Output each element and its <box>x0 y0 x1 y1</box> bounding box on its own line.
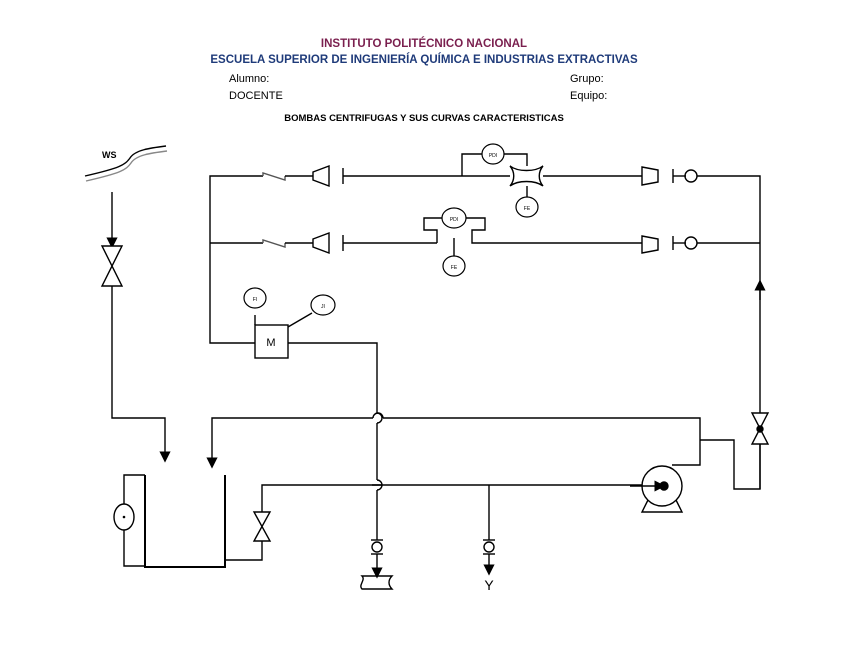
teacher-label: DOCENTE <box>229 90 283 102</box>
orifice-plate-icon <box>423 217 642 244</box>
level-gauge-icon <box>113 474 145 567</box>
tank-icon <box>144 475 226 568</box>
venturi-meter-icon <box>509 165 544 187</box>
gate-valve-icon[interactable] <box>252 511 272 542</box>
check-valve-icon[interactable] <box>262 239 286 248</box>
check-valve-icon[interactable] <box>262 172 286 181</box>
instrument-bubble-icon[interactable]: FE <box>442 255 466 277</box>
outlet-label: Y <box>484 577 494 593</box>
union-icon <box>684 236 698 250</box>
motor-icon <box>254 324 289 359</box>
check-valve-icon[interactable] <box>371 539 383 555</box>
school-title: ESCUELA SUPERIOR DE INGENIERÍA QUÍMICA E… <box>210 54 638 66</box>
diagram-subtitle: BOMBAS CENTRIFUGAS Y SUS CURVAS CARACTER… <box>284 113 564 124</box>
team-label: Equipo: <box>570 90 608 102</box>
instrument-motor-ji: JI <box>321 304 325 310</box>
reducer-icon <box>312 231 330 255</box>
instrument-upper-pdi: PDI <box>489 153 497 159</box>
group-label: Grupo: <box>570 73 604 85</box>
instrument-lower-fe: FE <box>451 265 458 271</box>
union-icon <box>684 169 698 183</box>
pipe-feed <box>111 286 166 455</box>
check-valve-icon[interactable] <box>483 539 495 555</box>
instrument-bubble-icon[interactable]: JI <box>310 294 336 316</box>
pipe-manifold-left <box>209 175 263 344</box>
reducer-icon <box>641 166 659 186</box>
drain-icon <box>360 575 394 590</box>
motor-label: M <box>266 337 275 349</box>
instrument-bubble-icon[interactable]: FE <box>515 196 539 218</box>
centrifugal-pump-icon[interactable] <box>630 465 684 513</box>
gate-valve-icon[interactable] <box>100 245 124 287</box>
student-label: Alumno: <box>229 73 270 85</box>
instrument-motor-fi: FI <box>253 297 257 303</box>
instrument-upper-fe: FE <box>524 206 531 212</box>
reducer-icon <box>312 164 330 188</box>
water-supply-label: WS <box>102 150 117 160</box>
gate-valve-icon[interactable] <box>750 412 770 445</box>
institution-title: INSTITUTO POLITÉCNICO NACIONAL <box>320 38 528 50</box>
water-supply-icon <box>84 145 168 182</box>
reducer-icon <box>641 235 659 254</box>
instrument-bubble-icon[interactable]: PDI <box>441 207 467 229</box>
instrument-lower-pdi: PDI <box>450 217 458 223</box>
instrument-bubble-icon[interactable]: PDI <box>481 143 505 165</box>
instrument-bubble-icon[interactable]: FI <box>243 287 267 309</box>
